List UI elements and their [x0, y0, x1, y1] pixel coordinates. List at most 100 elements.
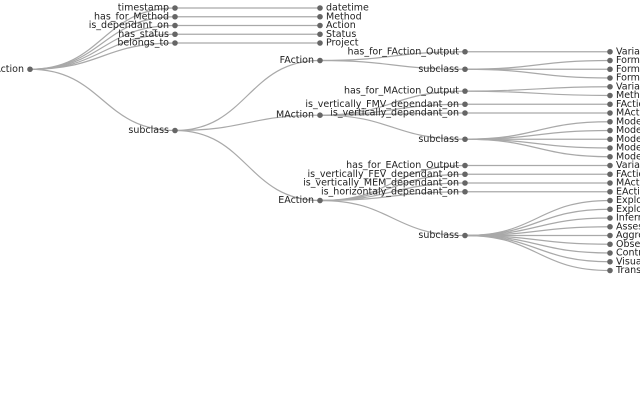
tree-node-has-for-maction-output[interactable]: has_for_MAction_Output: [344, 86, 468, 97]
tree-node-has-for-eaction-output[interactable]: has_for_EAction_Output: [346, 160, 468, 171]
tree-node-marker[interactable]: [462, 101, 468, 108]
tree-node-marker[interactable]: [607, 188, 613, 195]
tree-node-faction[interactable]: FAction: [607, 169, 640, 180]
tree-node-marker[interactable]: [607, 250, 613, 256]
tree-node-formu[interactable]: Formu: [607, 55, 640, 66]
tree-node-subclass[interactable]: subclass: [418, 64, 468, 75]
tree-node-has-for-faction-output[interactable]: has_for_FAction_Output: [348, 46, 468, 57]
tree-node-marker[interactable]: [607, 162, 613, 169]
tree-node-visual[interactable]: Visual: [607, 256, 640, 267]
tree-node-faction[interactable]: FAction: [607, 99, 640, 110]
tree-node-marker[interactable]: [462, 110, 468, 116]
tree-node-marker[interactable]: [607, 136, 613, 143]
tree-node-marker[interactable]: [607, 223, 613, 230]
tree-node-is-vertically-fev-dependant-on[interactable]: is_vertically_FEV_dependant_on: [308, 169, 468, 180]
tree-node-marker[interactable]: [462, 88, 468, 94]
tree-node-maction[interactable]: MAction: [607, 178, 640, 189]
tree-node-has-for-method[interactable]: has_for_Method: [94, 11, 178, 22]
tree-node-marker[interactable]: [172, 22, 178, 29]
tree-node-project[interactable]: Project: [317, 38, 359, 49]
tree-node-marker[interactable]: [607, 215, 613, 221]
tree-node-marker[interactable]: [607, 258, 613, 265]
tree-node-marker[interactable]: [607, 232, 613, 239]
tree-node-assess[interactable]: Assess: [607, 221, 640, 232]
tree-node-marker[interactable]: [462, 162, 468, 169]
tree-node-variab[interactable]: Variab: [607, 160, 640, 171]
tree-node-marker[interactable]: [607, 57, 613, 64]
tree-node-marker[interactable]: [317, 22, 323, 29]
tree-node-marker[interactable]: [317, 57, 323, 64]
tree-node-model[interactable]: Model: [607, 125, 640, 136]
tree-node-model[interactable]: Model: [607, 151, 640, 162]
tree-node-marker[interactable]: [607, 110, 613, 116]
tree-node-marker[interactable]: [607, 180, 613, 186]
tree-node-marker[interactable]: [462, 188, 468, 195]
tree-node-datetime[interactable]: datetime: [317, 3, 369, 14]
tree-node-marker[interactable]: [607, 241, 613, 248]
tree-node-subclass[interactable]: subclass: [418, 230, 468, 241]
tree-node-is-vertically-fmv-dependant-on[interactable]: is_vertically_FMV_dependant_on: [305, 99, 468, 110]
tree-node-action[interactable]: Action: [0, 64, 33, 75]
tree-node-marker[interactable]: [462, 66, 468, 73]
tree-node-marker[interactable]: [607, 66, 613, 73]
tree-node-aggre[interactable]: Aggre: [607, 230, 640, 241]
tree-node-marker[interactable]: [462, 180, 468, 186]
tree-node-explor[interactable]: Explor: [607, 195, 640, 206]
tree-node-marker[interactable]: [607, 206, 613, 213]
tree-node-marker[interactable]: [317, 40, 323, 46]
tree-node-timestamp[interactable]: timestamp: [118, 3, 178, 14]
tree-node-formu[interactable]: Formu: [607, 73, 640, 84]
tree-node-obser[interactable]: Obser: [607, 239, 640, 250]
tree-node-model[interactable]: Model: [607, 134, 640, 145]
tree-node-subclass[interactable]: subclass: [128, 125, 178, 136]
tree-node-marker[interactable]: [607, 127, 613, 134]
tree-node-eaction[interactable]: EAction: [278, 195, 323, 206]
tree-node-contro[interactable]: Contro: [607, 248, 640, 259]
tree-node-marker[interactable]: [607, 267, 613, 274]
tree-node-marker[interactable]: [607, 92, 613, 99]
tree-node-variab[interactable]: Variab: [607, 81, 640, 92]
tree-node-marker[interactable]: [317, 5, 323, 11]
tree-node-marker[interactable]: [172, 127, 178, 134]
tree-node-marker[interactable]: [27, 66, 33, 73]
tree-node-marker[interactable]: [607, 145, 613, 151]
tree-node-marker[interactable]: [172, 13, 178, 20]
tree-node-is-horizontaly-dependant-on[interactable]: is_horizontaly_dependant_on: [321, 186, 468, 197]
tree-node-marker[interactable]: [607, 118, 613, 125]
tree-node-variab[interactable]: Variab: [607, 46, 640, 57]
tree-node-marker[interactable]: [317, 31, 323, 38]
tree-node-is-vertically-mem-dependant-on[interactable]: is_vertically_MEM_dependant_on: [303, 178, 468, 189]
tree-node-maction[interactable]: MAction: [607, 108, 640, 119]
tree-node-maction[interactable]: MAction: [276, 110, 323, 121]
tree-node-inferri[interactable]: Inferri: [607, 213, 640, 224]
tree-node-marker[interactable]: [607, 48, 613, 55]
tree-node-marker[interactable]: [607, 197, 613, 204]
tree-node-marker[interactable]: [317, 112, 323, 118]
tree-node-marker[interactable]: [462, 232, 468, 239]
tree-node-is-vertically-dependant-on[interactable]: is_vertically_dependant_on: [330, 108, 468, 119]
tree-node-marker[interactable]: [172, 31, 178, 38]
tree-node-eaction[interactable]: EAction: [607, 186, 640, 197]
tree-node-marker[interactable]: [172, 5, 178, 11]
tree-node-marker[interactable]: [607, 153, 613, 160]
tree-node-is-dependant-on[interactable]: is_dependant_on: [89, 20, 178, 31]
tree-node-subclass[interactable]: subclass: [418, 134, 468, 145]
tree-node-marker[interactable]: [317, 197, 323, 204]
tree-node-metho[interactable]: Metho: [607, 90, 640, 101]
tree-node-has-status[interactable]: has_status: [118, 29, 178, 40]
tree-node-marker[interactable]: [317, 13, 323, 20]
tree-node-marker[interactable]: [607, 83, 613, 90]
tree-node-action[interactable]: Action: [317, 20, 356, 31]
tree-node-marker[interactable]: [607, 171, 613, 178]
tree-node-model[interactable]: Model: [607, 116, 640, 127]
tree-node-marker[interactable]: [607, 75, 613, 81]
tree-node-model[interactable]: Model: [607, 143, 640, 154]
tree-node-belongs-to[interactable]: belongs_to: [117, 38, 178, 49]
tree-node-marker[interactable]: [172, 40, 178, 46]
tree-node-marker[interactable]: [607, 101, 613, 108]
tree-node-method[interactable]: Method: [317, 11, 362, 22]
tree-node-marker[interactable]: [462, 48, 468, 55]
tree-node-formu[interactable]: Formu: [607, 64, 640, 75]
tree-node-status[interactable]: Status: [317, 29, 356, 40]
tree-node-transf[interactable]: Transf: [607, 265, 640, 276]
